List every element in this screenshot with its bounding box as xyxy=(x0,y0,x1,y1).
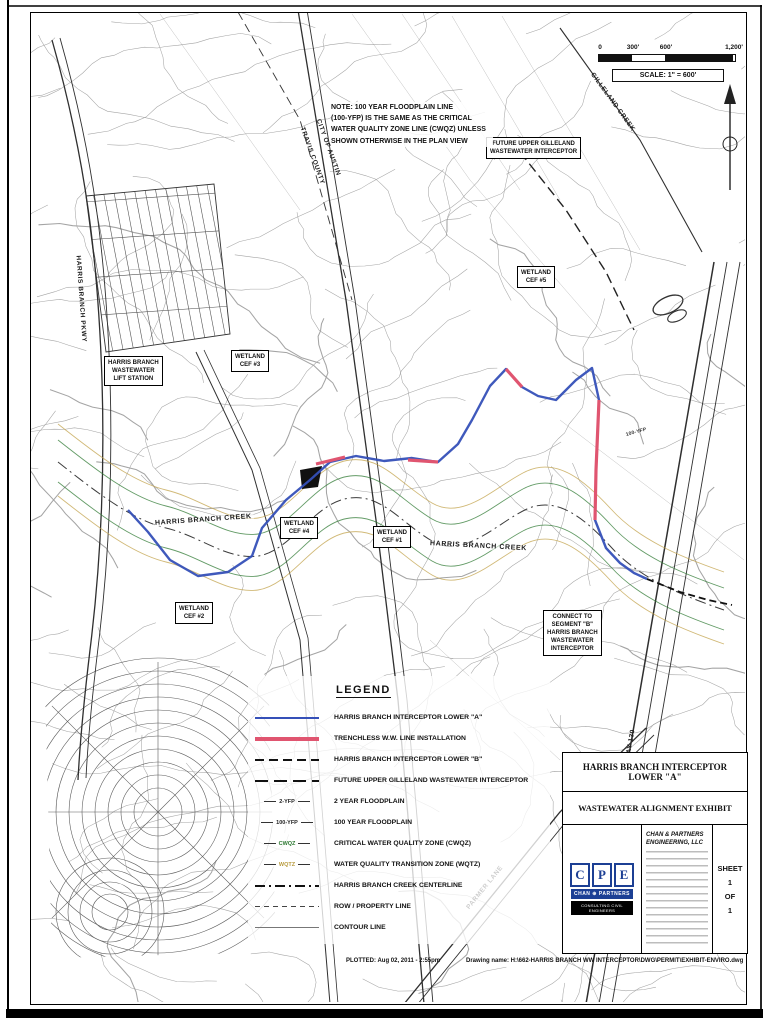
sheet-total: 1 xyxy=(727,905,733,915)
legend-label: WATER QUALITY TRANSITION ZONE (WQTZ) xyxy=(334,861,481,868)
note-line: NOTE: 100 YEAR FLOODPLAIN LINE xyxy=(331,104,453,111)
legend-symbol-tok: CWQZ xyxy=(248,841,326,847)
title-block: HARRIS BRANCH INTERCEPTOR LOWER "A" WAST… xyxy=(562,752,748,954)
future-gilleland-interceptor-line xyxy=(519,151,635,331)
cpe-logo-letters: C P E xyxy=(570,863,634,887)
firm-name: CHAN & PARTNERS ENGINEERING, LLC xyxy=(646,832,704,847)
scale-label: SCALE: 1" = 600' xyxy=(612,69,724,82)
sheet-current: 1 xyxy=(727,877,733,887)
subdivision-bottom-left xyxy=(44,657,276,958)
legend-label: ROW / PROPERTY LINE xyxy=(334,903,411,910)
harris-branch-interceptor-b-line xyxy=(646,578,733,606)
sheet-word: SHEET xyxy=(717,863,743,873)
legend-item: 100-YFP 100 YEAR FLOODPLAIN xyxy=(248,812,550,833)
legend-token: 100-YFP xyxy=(276,819,298,826)
legend-label: HARRIS BRANCH CREEK CENTERLINE xyxy=(334,882,463,889)
legend-token: CWQZ xyxy=(278,840,296,847)
note-line: (100-YFP) IS THE SAME AS THE CRITICAL xyxy=(331,115,472,123)
cpe-letter-p: P xyxy=(592,863,612,887)
legend-symbol-dashf xyxy=(248,779,326,782)
legend-label: 2 YEAR FLOODPLAIN xyxy=(334,798,405,805)
legend-item: CONTOUR LINE xyxy=(248,917,550,938)
legend-symbol-red xyxy=(248,736,326,741)
trenchless-segment-line xyxy=(315,455,346,466)
title-block-lower: C P E CHAN ⊕ PARTNERS CONSULTING CIVIL E… xyxy=(563,825,747,953)
floodplain-note: NOTE: 100 YEAR FLOODPLAIN LINE (100-YFP)… xyxy=(331,102,493,147)
sheet-title: HARRIS BRANCH INTERCEPTOR LOWER "A" xyxy=(563,753,747,792)
scale-tick: 600' xyxy=(659,44,673,51)
legend-label: FUTURE UPPER GILLELAND WASTEWATER INTERC… xyxy=(334,777,529,784)
cpe-logo: C P E CHAN ⊕ PARTNERS CONSULTING CIVIL E… xyxy=(563,825,642,953)
legend-item: HARRIS BRANCH CREEK CENTERLINE xyxy=(248,875,550,896)
scan-edge-left xyxy=(7,0,9,1018)
cpe-letter-c: C xyxy=(570,863,590,887)
legend-symbol-tok: 2-YFP xyxy=(248,799,326,805)
legend-symbol-blue xyxy=(248,716,326,719)
scale-bar: 0 300' 600' 1,200' SCALE: 1" = 600' xyxy=(598,44,748,82)
legend-label: 100 YEAR FLOODPLAIN xyxy=(334,819,413,826)
legend-symbol-tok: WQTZ xyxy=(248,862,326,868)
drawing-filename: Drawing name: H:\662-HARRIS BRANCH WW IN… xyxy=(466,958,744,964)
trenchless-segment-line xyxy=(504,367,524,389)
legend: LEGEND HARRIS BRANCH INTERCEPTOR LOWER "… xyxy=(248,676,550,944)
scan-edge-bottom xyxy=(6,1009,763,1018)
legend-item: HARRIS BRANCH INTERCEPTOR LOWER "A" xyxy=(248,707,550,728)
scale-tick: 1,200' xyxy=(725,44,743,51)
cpe-logo-band: CHAN ⊕ PARTNERS xyxy=(571,889,633,899)
cpe-logo-bar: CONSULTING CIVIL ENGINEERS xyxy=(571,901,633,915)
legend-label: CRITICAL WATER QUALITY ZONE (CWQZ) xyxy=(334,840,472,847)
sheet-number: SHEET 1 OF 1 xyxy=(713,825,747,953)
scale-tick: 300' xyxy=(626,44,640,51)
legend-item: ROW / PROPERTY LINE xyxy=(248,896,550,917)
trenchless-segment-line xyxy=(407,458,439,464)
note-line: WATER QUALITY ZONE LINE (CWQZ) UNLESS xyxy=(331,126,486,134)
legend-label: CONTOUR LINE xyxy=(334,924,386,931)
legend-symbol-rowdash xyxy=(248,906,326,907)
legend-token: WQTZ xyxy=(278,861,296,868)
firm-info: CHAN & PARTNERS ENGINEERING, LLC xyxy=(642,825,713,953)
legend-symbol-tok: 100-YFP xyxy=(248,820,326,826)
legend-symbol-contour xyxy=(248,927,326,928)
plot-timestamp: PLOTTED: Aug 02, 2011 - 2:55pm xyxy=(346,958,441,964)
legend-rows: HARRIS BRANCH INTERCEPTOR LOWER "A" TRENC… xyxy=(248,707,550,938)
legend-symbol-dashb xyxy=(248,758,326,761)
legend-label: HARRIS BRANCH INTERCEPTOR LOWER "A" xyxy=(334,714,483,721)
legend-item: HARRIS BRANCH INTERCEPTOR LOWER "B" xyxy=(248,749,550,770)
scan-edge-top xyxy=(7,5,762,7)
legend-label: TRENCHLESS W.W. LINE INSTALLATION xyxy=(334,735,466,742)
legend-symbol-dashdot xyxy=(248,884,326,887)
scale-ticks: 0 300' 600' 1,200' xyxy=(598,44,748,53)
sheet-border xyxy=(30,12,747,1005)
firm-address-lines xyxy=(646,851,708,945)
legend-title: LEGEND xyxy=(336,684,391,698)
scale-tick: 0 xyxy=(598,44,602,51)
north-arrow-icon xyxy=(722,84,738,190)
trenchless-segment-line xyxy=(593,399,601,521)
legend-item: FUTURE UPPER GILLELAND WASTEWATER INTERC… xyxy=(248,770,550,791)
legend-item: TRENCHLESS W.W. LINE INSTALLATION xyxy=(248,728,550,749)
scale-bar-graphic xyxy=(598,54,736,62)
sheet-subtitle: WASTEWATER ALIGNMENT EXHIBIT xyxy=(563,792,747,825)
cpe-letter-e: E xyxy=(614,863,634,887)
legend-label: HARRIS BRANCH INTERCEPTOR LOWER "B" xyxy=(334,756,483,763)
scan-edge-right xyxy=(760,5,762,1011)
legend-item: 2-YFP 2 YEAR FLOODPLAIN xyxy=(248,791,550,812)
legend-token: 2-YFP xyxy=(279,798,295,805)
note-line: SHOWN OTHERWISE IN THE PLAN VIEW xyxy=(331,137,468,145)
legend-item: WQTZ WATER QUALITY TRANSITION ZONE (WQTZ) xyxy=(248,854,550,875)
harris-branch-creek-centerline xyxy=(57,461,725,611)
legend-item: CWQZ CRITICAL WATER QUALITY ZONE (CWQZ) xyxy=(248,833,550,854)
sheet-of: OF xyxy=(724,891,736,901)
